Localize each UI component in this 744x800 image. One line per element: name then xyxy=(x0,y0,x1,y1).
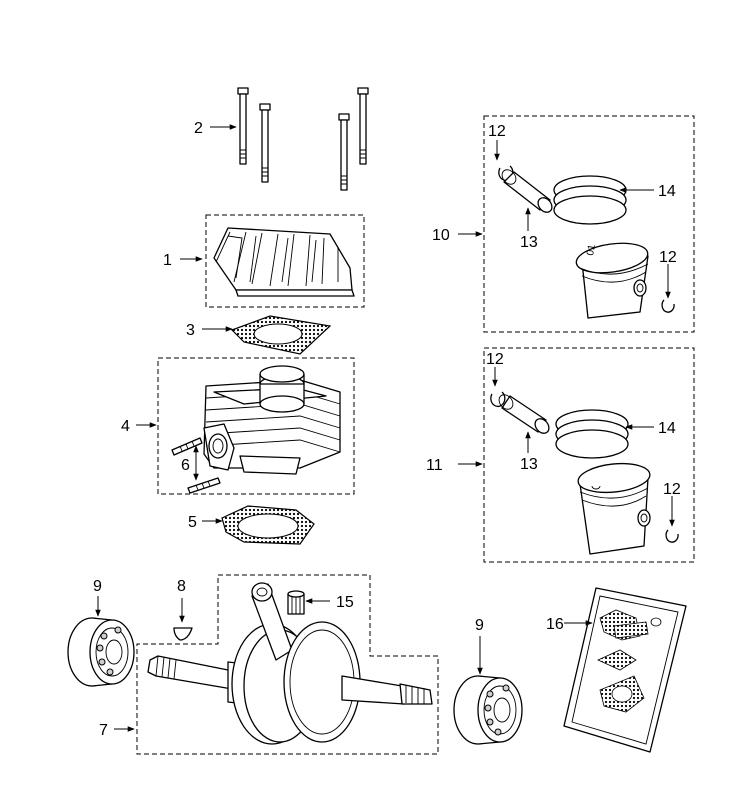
piston-lower xyxy=(577,462,651,555)
base-gasket xyxy=(221,505,315,545)
callout-12-lower-right: 12 xyxy=(663,481,681,498)
cylinder xyxy=(203,365,341,475)
piston-kit-upper: 01 xyxy=(498,165,675,319)
callout-3: 3 xyxy=(186,322,195,339)
circlip-lower-right xyxy=(665,529,679,543)
callout-10: 10 xyxy=(432,227,450,244)
piston-upper: 01 xyxy=(575,242,649,319)
cylinder-head xyxy=(213,227,355,297)
callout-12-upper-right: 12 xyxy=(659,249,677,266)
piston-rings-upper xyxy=(553,175,627,225)
callout-5: 5 xyxy=(188,514,197,531)
piston-marking: 01 xyxy=(585,243,598,256)
callout-2: 2 xyxy=(194,120,203,137)
callout-8: 8 xyxy=(177,578,186,595)
callout-numbers: 2 1 3 4 6 5 7 8 9 9 10 11 12 12 12 12 13… xyxy=(93,120,681,739)
cylinder-head-group-box xyxy=(205,214,365,308)
piston-kit-box-lower xyxy=(483,347,695,563)
piston-pin-upper xyxy=(501,169,553,213)
piston-rings-lower xyxy=(555,409,629,459)
woodruff-key xyxy=(173,627,193,641)
stud-1 xyxy=(237,87,249,165)
main-bearing-left xyxy=(67,617,135,687)
callout-14-upper: 14 xyxy=(658,183,676,200)
callout-9-left: 9 xyxy=(93,578,102,595)
stud-2 xyxy=(259,103,271,183)
piston-kit-box-upper xyxy=(483,115,695,333)
callout-12-lower-left: 12 xyxy=(486,351,504,368)
exhaust-studs xyxy=(171,437,221,494)
gasket-set xyxy=(563,587,687,753)
crankshaft-group-box xyxy=(136,574,439,755)
cylinder-studs xyxy=(237,87,369,191)
callout-9-right: 9 xyxy=(475,617,484,634)
crankshaft xyxy=(147,582,433,745)
leader-lines xyxy=(95,124,675,732)
circlip-upper-right xyxy=(661,299,675,313)
callout-13-lower: 13 xyxy=(520,456,538,473)
circlip-lower-left xyxy=(490,391,506,408)
callout-12-upper-left: 12 xyxy=(488,123,506,140)
small-end-bearing xyxy=(287,590,305,615)
piston-pin-lower xyxy=(498,394,550,434)
callout-6: 6 xyxy=(181,457,190,474)
stud-4 xyxy=(357,87,369,165)
callout-16: 16 xyxy=(546,616,564,633)
callout-4: 4 xyxy=(121,418,130,435)
head-gasket xyxy=(230,315,332,355)
piston-kit-lower xyxy=(490,391,679,555)
callout-1: 1 xyxy=(163,252,172,269)
cylinder-group-box xyxy=(157,357,355,495)
main-bearing-right xyxy=(453,675,523,745)
callout-11: 11 xyxy=(426,457,443,474)
callout-13-upper: 13 xyxy=(520,234,538,251)
callout-15: 15 xyxy=(336,594,354,611)
callout-14-lower: 14 xyxy=(658,420,676,437)
callout-7: 7 xyxy=(99,722,108,739)
stud-3 xyxy=(338,113,350,191)
